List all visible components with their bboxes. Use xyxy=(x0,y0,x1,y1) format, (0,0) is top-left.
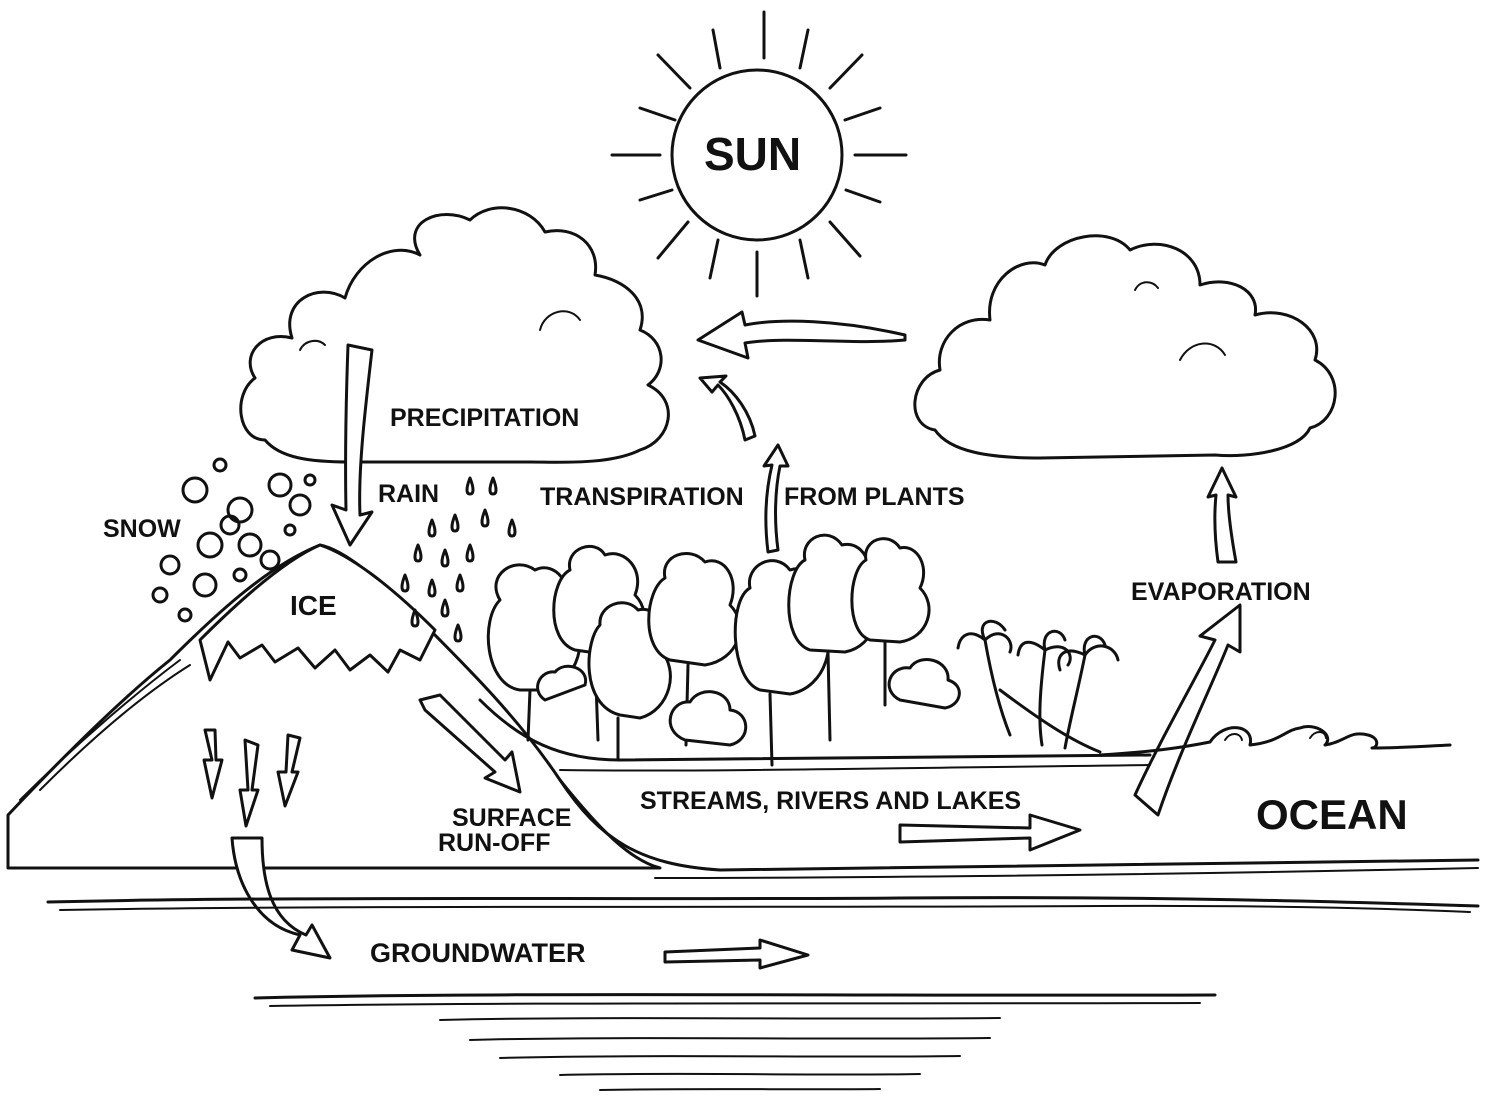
ground-layers xyxy=(48,898,1478,1090)
lake-shore xyxy=(480,700,1150,760)
precipitation-label: PRECIPITATION xyxy=(390,406,579,431)
streams-arrow xyxy=(900,815,1080,850)
groundwater-arrow-2 xyxy=(665,940,808,968)
from-plants-label: FROM PLANTS xyxy=(784,485,965,510)
forest xyxy=(488,535,959,765)
snow-label: SNOW xyxy=(103,517,181,542)
surface-runoff-label-line1: SURFACE xyxy=(452,806,571,831)
groundwater-label: GROUNDWATER xyxy=(370,940,586,967)
surface-runoff-label-line2: RUN-OFF xyxy=(438,831,550,856)
rain-label: RAIN xyxy=(378,482,439,507)
ocean-waves xyxy=(1100,726,1450,755)
advection-arrow xyxy=(698,312,905,358)
streams-label: STREAMS, RIVERS AND LAKES xyxy=(640,789,1021,814)
evaporation-arrow-small xyxy=(1208,468,1236,562)
evaporation-arrow-large xyxy=(1135,605,1240,815)
palm-trees xyxy=(958,621,1118,752)
transpiration-arrow-upper xyxy=(700,376,755,440)
evaporation-label: EVAPORATION xyxy=(1131,580,1311,605)
transpiration-label: TRANSPIRATION xyxy=(540,485,744,510)
right-cloud xyxy=(915,236,1335,458)
ocean-label: OCEAN xyxy=(1256,794,1408,836)
sun-label: SUN xyxy=(704,131,801,177)
ice-label: ICE xyxy=(290,592,337,620)
